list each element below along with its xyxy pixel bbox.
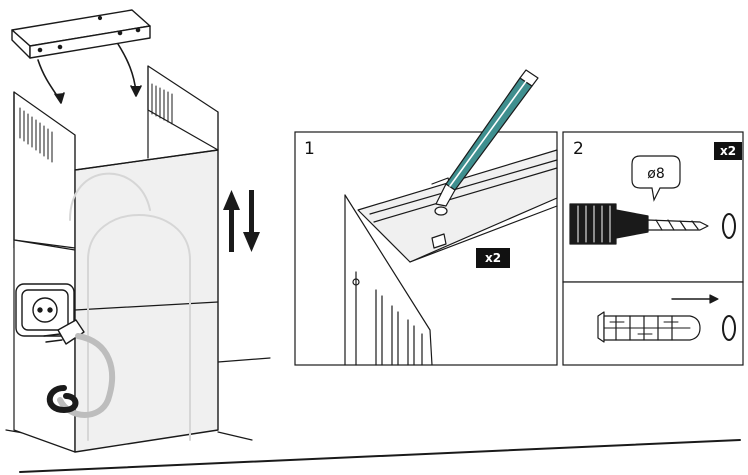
overview-illustration	[5, 9, 741, 473]
step-2-number: 2	[573, 139, 584, 159]
step-1-quantity-badge: x2	[476, 248, 510, 268]
chimney-side-panel	[344, 194, 433, 366]
step-1-panel: 1	[294, 69, 558, 366]
step-1-number: 1	[304, 139, 315, 159]
up-down-arrows-icon	[223, 190, 260, 252]
mounting-bracket	[11, 9, 151, 59]
curved-arrow-down-icon	[37, 59, 65, 104]
step-2-panel: 2 x2 ø8	[562, 131, 744, 366]
vent-slots-left	[19, 107, 53, 163]
ring-icon	[722, 315, 736, 341]
ring-icon	[722, 213, 736, 239]
curved-arrow-down-icon	[117, 43, 142, 97]
drill-mark	[434, 206, 448, 216]
power-cable	[46, 333, 115, 418]
wall-rail	[357, 149, 558, 263]
power-plug-icon	[43, 319, 85, 345]
drill-icon	[569, 203, 709, 245]
step-2-quantity-badge: x2	[714, 142, 742, 160]
svg-text:x2: x2	[485, 251, 501, 265]
vent-slots-right	[151, 83, 173, 125]
wall-plug-icon	[597, 311, 701, 343]
svg-text:x2: x2	[720, 144, 736, 158]
drill-size-callout: ø8	[631, 155, 681, 202]
arrow-right-icon	[671, 294, 719, 304]
wall-socket-icon	[15, 283, 75, 337]
pencil-icon	[435, 69, 539, 207]
drill-size-label: ø8	[647, 166, 664, 182]
